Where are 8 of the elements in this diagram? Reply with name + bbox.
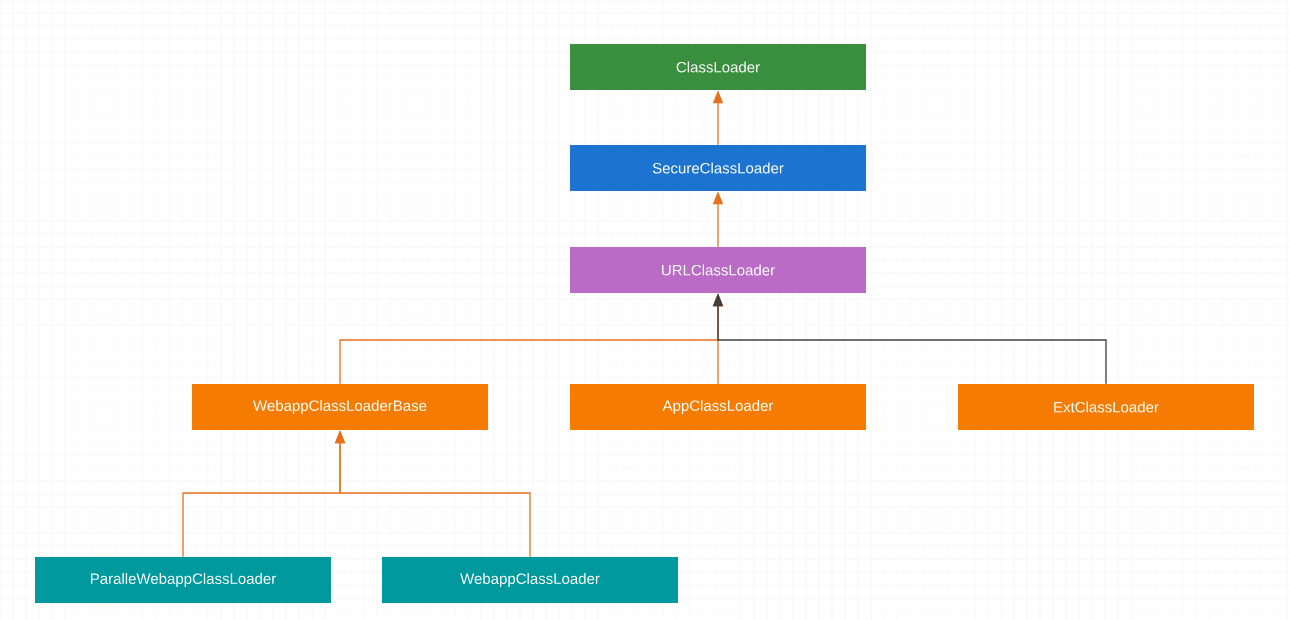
class-box: ClassLoader xyxy=(570,44,866,90)
class-box: SecureClassLoader xyxy=(570,145,866,191)
class-box: AppClassLoader xyxy=(570,384,866,430)
class-box: ParalleWebappClassLoader xyxy=(35,557,331,603)
class-box: URLClassLoader xyxy=(570,247,866,293)
class-box: WebappClassLoaderBase xyxy=(192,384,488,430)
class-box: ExtClassLoader xyxy=(958,384,1254,430)
class-box: WebappClassLoader xyxy=(382,557,678,603)
